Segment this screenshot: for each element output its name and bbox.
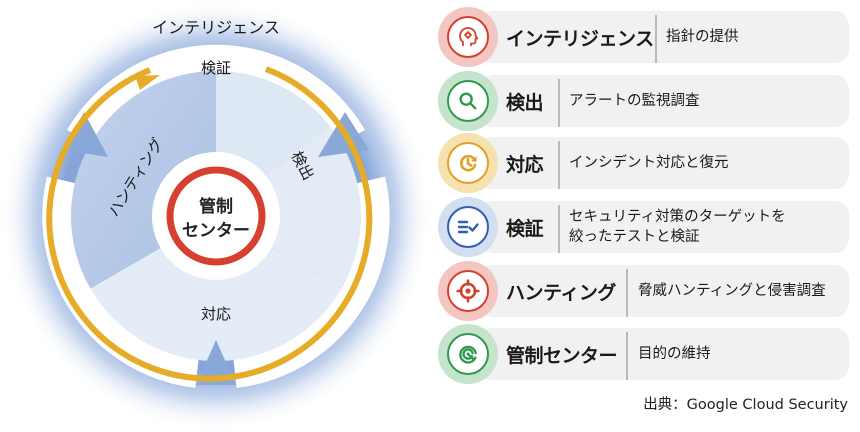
divider (558, 205, 560, 253)
legend-title: 検出 (506, 91, 544, 114)
magnifier-icon (459, 92, 477, 110)
divider (626, 332, 628, 380)
icon-halo (438, 197, 498, 257)
icon-circle (447, 333, 489, 375)
source-credit: 出典：Google Cloud Security (643, 397, 848, 413)
legend-item-response: 対応 インシデント対応と復元 (438, 133, 850, 193)
head-gear-icon (459, 27, 479, 46)
divider (558, 79, 560, 127)
legend-title: ハンティング (506, 281, 616, 304)
legend-card (478, 11, 849, 63)
legend-item-hunting: ハンティング 脅威ハンティングと侵害調査 (438, 261, 850, 321)
icon-circle (447, 270, 489, 312)
legend-card (478, 137, 849, 189)
legend-title: 検証 (506, 217, 544, 240)
icon-halo (438, 324, 498, 384)
divider (558, 141, 560, 189)
legend-item-verification: 検証 セキュリティ対策のターゲットを 絞ったテストと検証 (438, 197, 850, 257)
legend-card (478, 265, 849, 317)
legend-description: 脅威ハンティングと侵害調査 (638, 283, 826, 299)
legend-item-control-center: 管制センター 目的の維持 (438, 324, 850, 384)
legend-description: インシデント対応と復元 (569, 155, 729, 171)
legend-card (478, 328, 849, 380)
icon-circle (447, 80, 489, 122)
cycle-arrow (46, 66, 373, 382)
pointer-bottom (196, 340, 236, 385)
center-ring (166, 166, 266, 266)
wheel-label-intelligence: インテリジェンス (152, 18, 280, 37)
wheel-label-verify: 検証 (201, 59, 231, 77)
icon-halo (438, 133, 498, 193)
pointer-left (63, 112, 108, 157)
legend-card (478, 75, 849, 127)
icon-halo (438, 71, 498, 131)
legend-title: 対応 (506, 153, 544, 176)
checklist-icon (457, 220, 479, 234)
spiral-icon (459, 345, 477, 364)
legend-title: インテリジェンス (506, 27, 654, 50)
legend-title: 管制センター (506, 344, 618, 367)
legend-description: 指針の提供 (666, 29, 739, 45)
legend-card (478, 201, 849, 253)
center-label-line2: センター (182, 221, 250, 241)
divider (626, 269, 628, 317)
wheel-label-respond: 対応 (201, 305, 231, 323)
cycle-wheel-diagram: インテリジェンス 検証 検出 対応 ハンティング 管制 センター (0, 0, 432, 432)
divider (655, 15, 657, 63)
clock-refresh-icon (459, 154, 477, 172)
legend-item-detection: 検出 アラートの監視調査 (438, 71, 850, 131)
crosshair-target-icon (456, 279, 480, 303)
arrow-head-icon (135, 75, 160, 90)
legend-description: アラートの監視調査 (569, 93, 700, 109)
icon-circle (447, 206, 489, 248)
icon-circle (447, 16, 489, 58)
legend-description: セキュリティ対策のターゲットを 絞ったテストと検証 (569, 209, 786, 245)
icon-halo (438, 261, 498, 321)
icon-halo (438, 7, 498, 67)
icon-circle (447, 142, 489, 184)
legend-description: 目的の維持 (638, 346, 711, 362)
center-label-line1: 管制 (199, 196, 233, 217)
legend-item-intelligence: インテリジェンス 指針の提供 (438, 7, 850, 67)
